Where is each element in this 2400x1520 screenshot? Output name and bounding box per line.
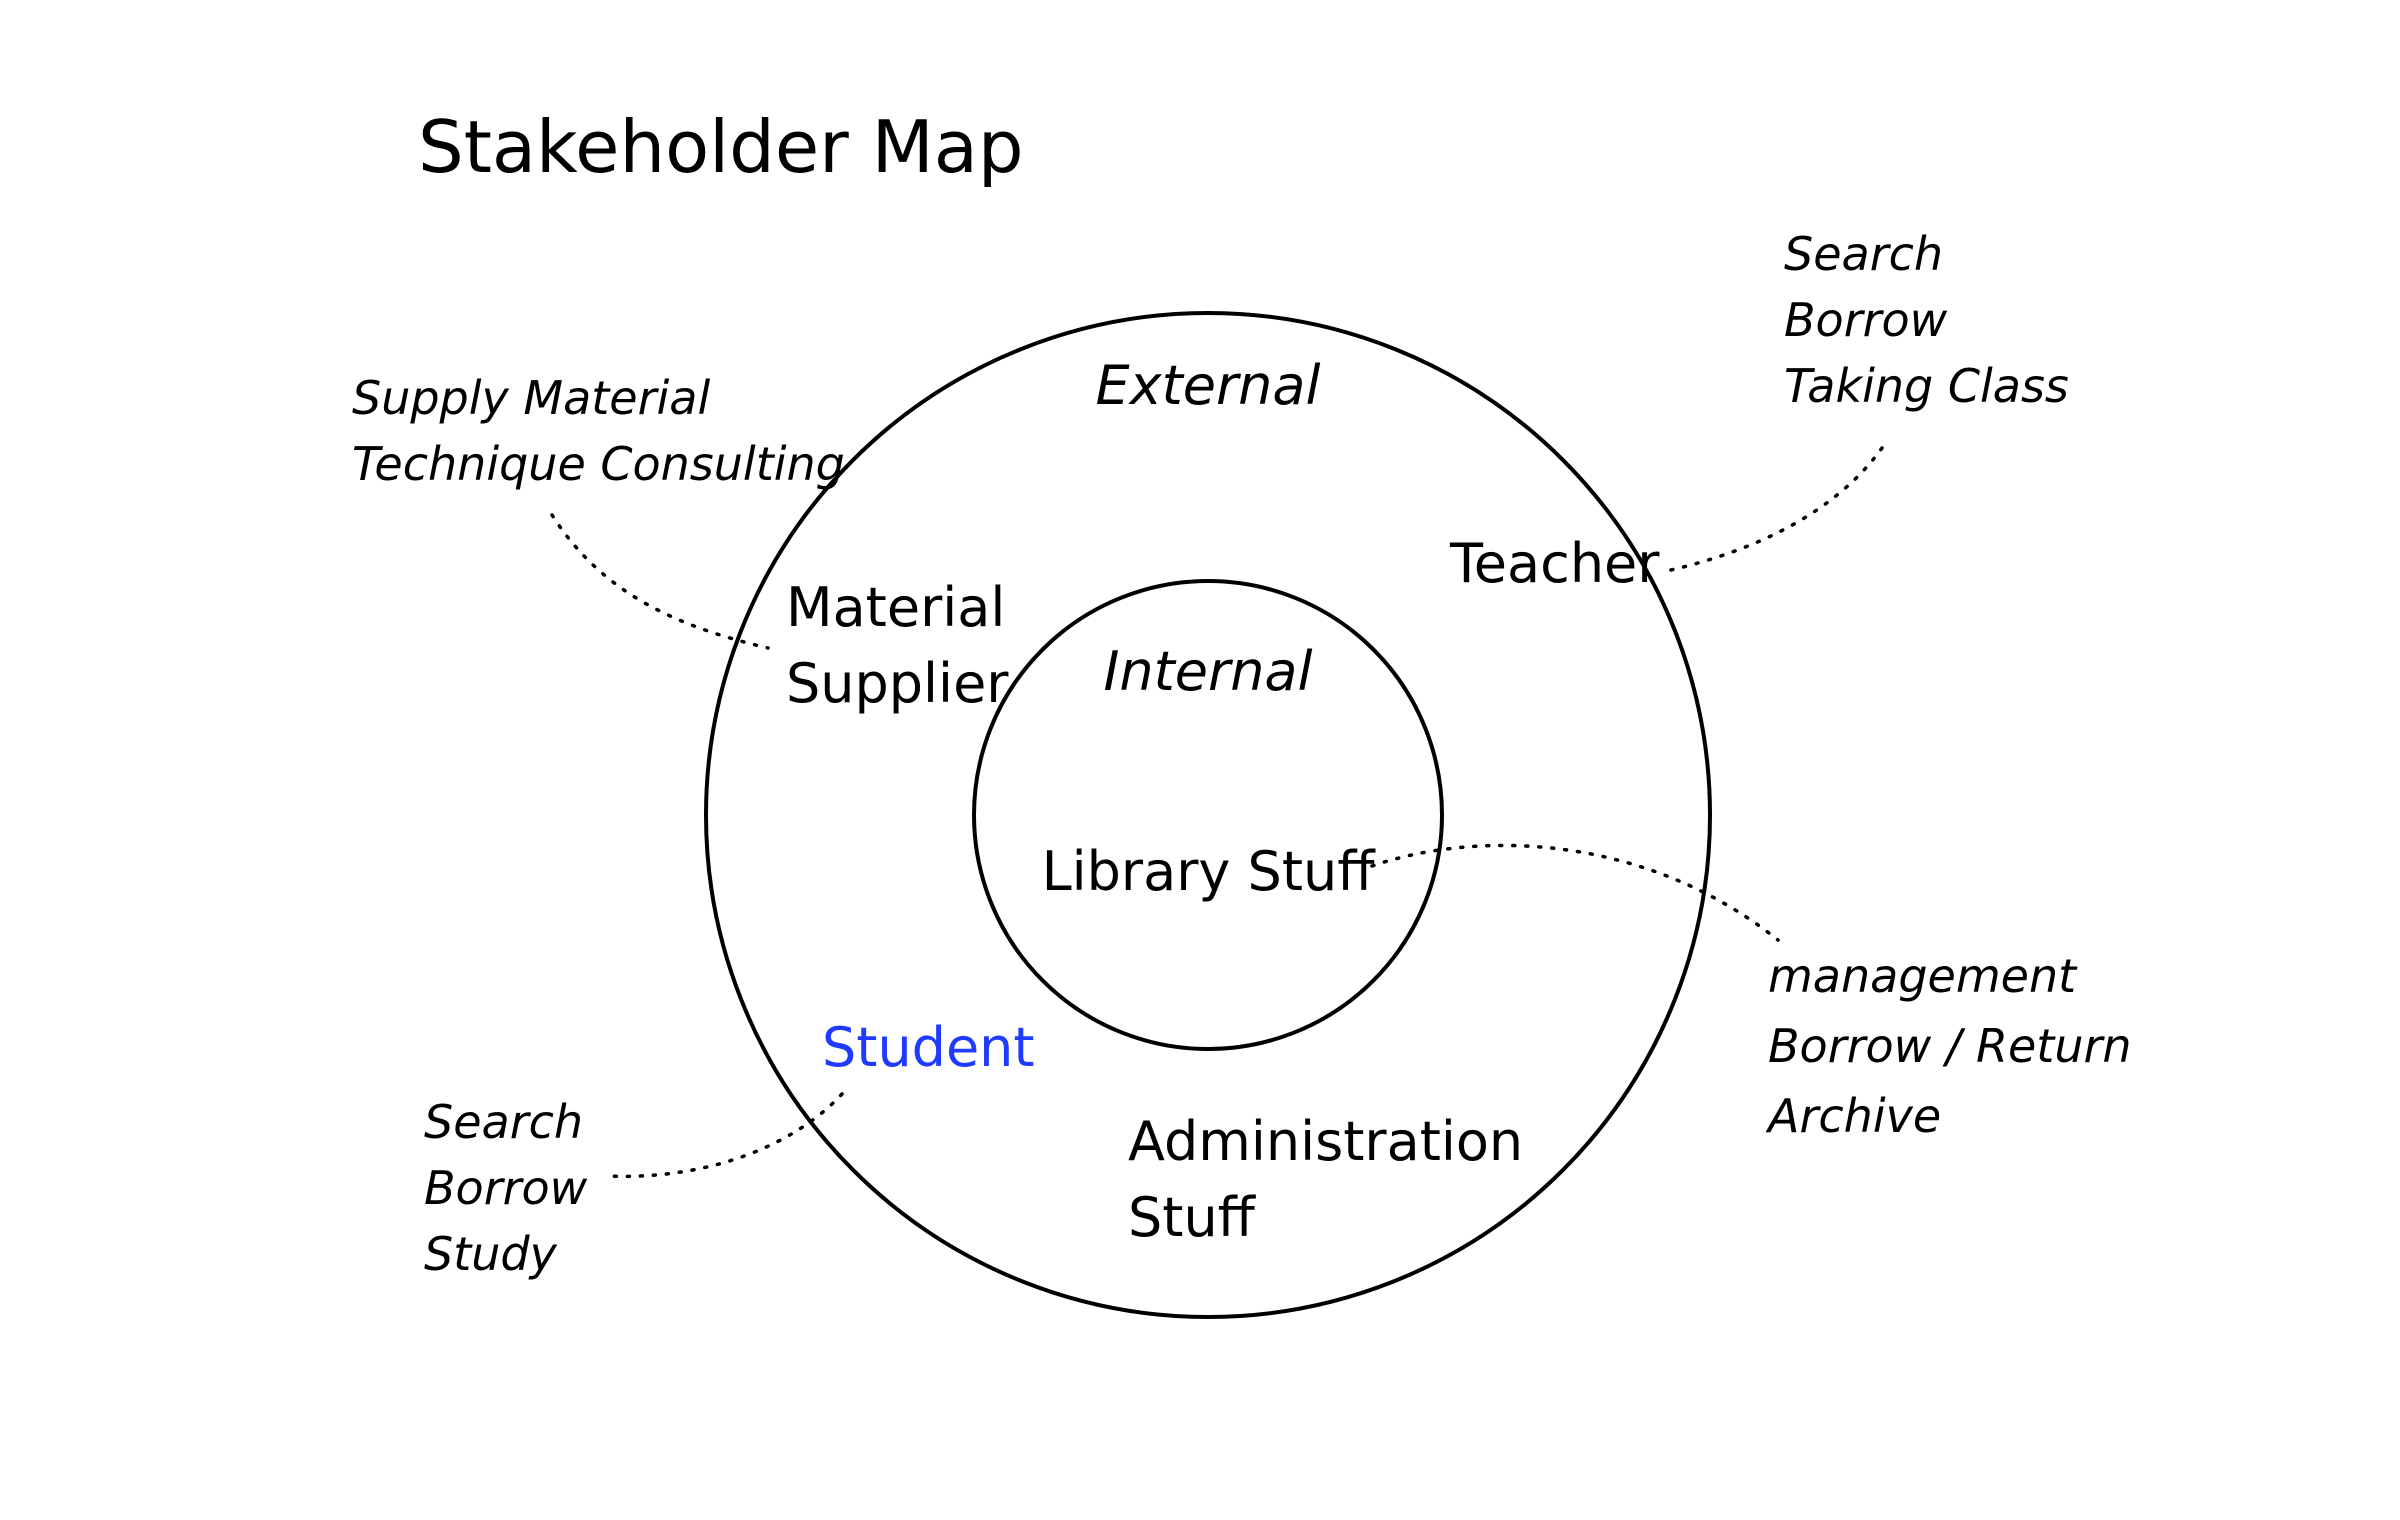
stakeholder-material-supplier: Material Supplier <box>786 576 1023 715</box>
note-supplier: Supply Material Technique Consulting <box>352 371 845 491</box>
stakeholder-material-supplier-line-2: Supplier <box>786 652 1009 715</box>
ring-label-internal: Internal <box>1103 640 1312 703</box>
stakeholder-administration-stuff: Administration Stuff <box>1128 1110 1540 1249</box>
page-title: Stakeholder Map <box>418 105 1024 189</box>
stakeholder-administration-stuff-line-2: Stuff <box>1128 1186 1257 1249</box>
stakeholder-teacher: Teacher <box>1449 532 1660 595</box>
note-teacher: Search Borrow Taking Class <box>1784 227 2069 413</box>
connector-supplier <box>550 513 770 650</box>
note-student: Search Borrow Study <box>424 1095 602 1281</box>
note-supplier-line-2: Technique Consulting <box>352 437 845 491</box>
connector-teacher <box>1660 446 1884 574</box>
note-supplier-line-1: Supply Material <box>352 371 710 425</box>
note-student-line-1: Search <box>424 1095 583 1149</box>
connector-student <box>606 1092 844 1179</box>
note-library-line-1: management <box>1768 949 2078 1003</box>
connector-library <box>1370 843 1780 942</box>
outer-ring <box>704 311 1712 1319</box>
stakeholder-student: Student <box>822 1016 1035 1079</box>
note-teacher-line-1: Search <box>1784 227 1943 281</box>
inner-ring <box>972 579 1444 1051</box>
ring-label-external: External <box>1096 354 1321 417</box>
stakeholder-material-supplier-line-1: Material <box>786 576 1005 639</box>
stakeholder-library-stuff: Library Stuff <box>1042 840 1377 903</box>
note-student-line-2: Borrow <box>424 1161 588 1215</box>
note-student-line-3: Study <box>424 1227 558 1281</box>
note-library-line-3: Archive <box>1765 1089 1941 1143</box>
note-teacher-line-2: Borrow <box>1784 293 1948 347</box>
stakeholder-administration-stuff-line-1: Administration <box>1128 1110 1523 1173</box>
note-library-line-2: Borrow / Return <box>1768 1019 2132 1073</box>
note-library: management Borrow / Return Archive <box>1765 949 2146 1143</box>
note-teacher-line-3: Taking Class <box>1784 359 2069 413</box>
